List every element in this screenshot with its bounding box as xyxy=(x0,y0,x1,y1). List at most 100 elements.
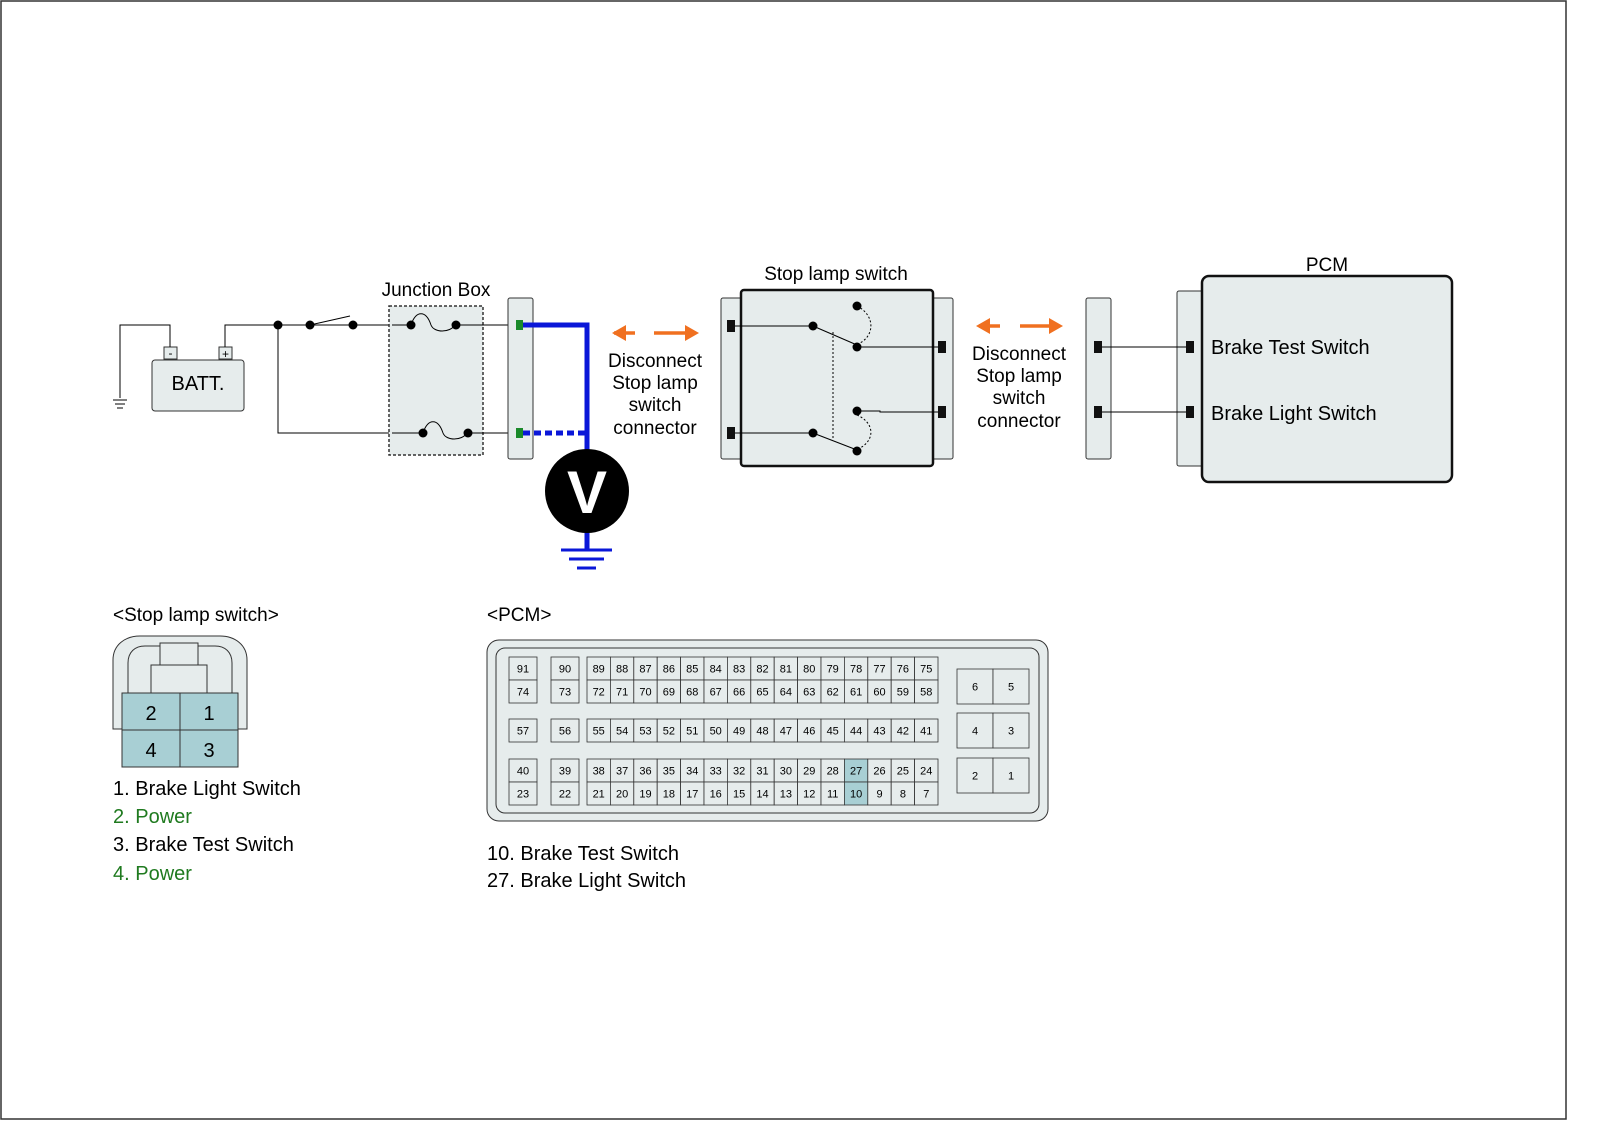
pcm-pin-label: 68 xyxy=(686,687,698,699)
pcm-pin-label: 80 xyxy=(803,664,815,676)
pcm-pin-label: 34 xyxy=(686,766,698,778)
pcm-pin-cell xyxy=(550,781,580,806)
pcm-pin-label: 43 xyxy=(873,726,885,738)
disconnect-2-line1: Disconnect xyxy=(972,344,1067,365)
ignition-switch-icon xyxy=(273,315,358,330)
pcm-pin-label: 22 xyxy=(559,789,571,801)
slc-legend-item: 4. Power xyxy=(113,863,192,885)
pcm-label: PCM xyxy=(1306,255,1348,276)
pcm-brake-light-label: Brake Light Switch xyxy=(1211,403,1377,425)
pcm-pin-label: 33 xyxy=(710,766,722,778)
pcm-pin-label: 32 xyxy=(733,766,745,778)
pcm-pin-label: 58 xyxy=(920,687,932,699)
pcm-pin-label: 72 xyxy=(593,687,605,699)
pcm-pin-label: 48 xyxy=(756,726,768,738)
disconnect-1-line1: Disconnect xyxy=(608,351,703,372)
disconnect-1-line2: Stop lamp xyxy=(612,373,698,394)
pcm-brake-test-label: Brake Test Switch xyxy=(1211,337,1370,359)
pcm-pin-label: 77 xyxy=(873,664,885,676)
pcm-pin-label: 76 xyxy=(897,664,909,676)
stop-lamp-connector: 2 1 4 3 xyxy=(112,635,248,768)
battery-pos-label: + xyxy=(222,347,229,361)
pcm-pin-label: 17 xyxy=(686,789,698,801)
pcm-pin-label: 24 xyxy=(920,766,932,778)
pcm-pin-label: 3 xyxy=(1008,726,1014,738)
pcm-pin-label: 70 xyxy=(639,687,651,699)
pcm-pin-label: 51 xyxy=(686,726,698,738)
pcm-pin-label: 14 xyxy=(756,789,768,801)
pcm-pin-label: 52 xyxy=(663,726,675,738)
pcm-pin-label: 1 xyxy=(1008,771,1014,783)
pcm-pin-cell xyxy=(550,718,580,743)
pcm-pin-cell xyxy=(956,668,994,705)
pcm-legend-item: 10. Brake Test Switch xyxy=(487,843,679,865)
pcm-pin-label: 18 xyxy=(663,789,675,801)
pcm-pin-cell xyxy=(956,712,994,749)
pcm-pin-label: 47 xyxy=(780,726,792,738)
pcm-pin-label: 66 xyxy=(733,687,745,699)
disconnect-2-line4: connector xyxy=(977,411,1061,432)
slc-legend-item: 1. Brake Light Switch xyxy=(113,778,301,800)
circuit-diagram: BATT. - + Junction Box xyxy=(0,0,1567,1120)
disconnect-2-line3: switch xyxy=(993,388,1046,409)
pcm-pin-cell xyxy=(914,679,939,704)
pcm-pin-label: 38 xyxy=(593,766,605,778)
slc-pin: 2 xyxy=(145,703,156,725)
pcm-pin-label: 26 xyxy=(873,766,885,778)
slc-legend-item: 3. Brake Test Switch xyxy=(113,834,294,856)
voltmeter-label: V xyxy=(567,459,607,526)
pcm-pin-label: 49 xyxy=(733,726,745,738)
pcm-pin-label: 45 xyxy=(827,726,839,738)
pcm-pin-label: 59 xyxy=(897,687,909,699)
pcm-pin-label: 2 xyxy=(972,771,978,783)
pcm-pin-cell xyxy=(992,668,1030,705)
junction-box-label: Junction Box xyxy=(382,280,491,301)
disconnect-1-line4: connector xyxy=(613,418,697,439)
junction-box xyxy=(388,305,516,456)
harness-connector xyxy=(507,297,534,460)
pcm-pin-label: 9 xyxy=(876,789,882,801)
pcm-pin-label: 5 xyxy=(1008,682,1014,694)
pcm-pin-label: 12 xyxy=(803,789,815,801)
pcm-pin-cell xyxy=(508,679,538,704)
pcm-pin-label: 7 xyxy=(923,789,929,801)
pcm-pin-label: 39 xyxy=(559,766,571,778)
pcm-pin-label: 35 xyxy=(663,766,675,778)
pcm-pin-cell xyxy=(992,757,1030,794)
pcm-pin-label: 91 xyxy=(517,664,529,676)
pcm-pin-cell xyxy=(956,757,994,794)
pcm-pin-label: 42 xyxy=(897,726,909,738)
disconnect-arrow-icon xyxy=(976,318,1063,334)
pcm-pin-label: 10 xyxy=(850,789,862,801)
pcm-pin-label: 67 xyxy=(710,687,722,699)
pcm-pin-label: 60 xyxy=(873,687,885,699)
pcm-connector-title: <PCM> xyxy=(487,605,551,626)
pcm-pin-label: 29 xyxy=(803,766,815,778)
slc-pin: 1 xyxy=(203,703,214,725)
disconnect-2-line2: Stop lamp xyxy=(976,366,1062,387)
pcm-pin-label: 71 xyxy=(616,687,628,699)
pcm-pin-label: 69 xyxy=(663,687,675,699)
stop-lamp-switch xyxy=(720,288,954,468)
pcm-pin-label: 90 xyxy=(559,664,571,676)
pcm-pin-label: 81 xyxy=(780,664,792,676)
pcm-pin-label: 53 xyxy=(639,726,651,738)
pcm-pin-label: 19 xyxy=(639,789,651,801)
pcm-pin-label: 20 xyxy=(616,789,628,801)
pcm-pin-cell xyxy=(914,718,939,743)
pcm-pin-label: 27 xyxy=(850,766,862,778)
pcm-pin-label: 16 xyxy=(710,789,722,801)
pcm-pin-label: 25 xyxy=(897,766,909,778)
pcm-pin-cell xyxy=(508,718,538,743)
battery-label: BATT. xyxy=(172,373,225,395)
pcm-pin-label: 46 xyxy=(803,726,815,738)
pcm-pin-label: 40 xyxy=(517,766,529,778)
pcm-pin-label: 61 xyxy=(850,687,862,699)
pcm-pin-label: 83 xyxy=(733,664,745,676)
pcm-pin-label: 85 xyxy=(686,664,698,676)
pcm-pin-label: 88 xyxy=(616,664,628,676)
battery-ground-icon xyxy=(113,324,171,409)
disconnect-label-1: Disconnect Stop lamp switch connector xyxy=(608,351,703,439)
pcm-pin-label: 75 xyxy=(920,664,932,676)
pcm: Brake Test Switch Brake Light Switch xyxy=(1085,274,1454,484)
